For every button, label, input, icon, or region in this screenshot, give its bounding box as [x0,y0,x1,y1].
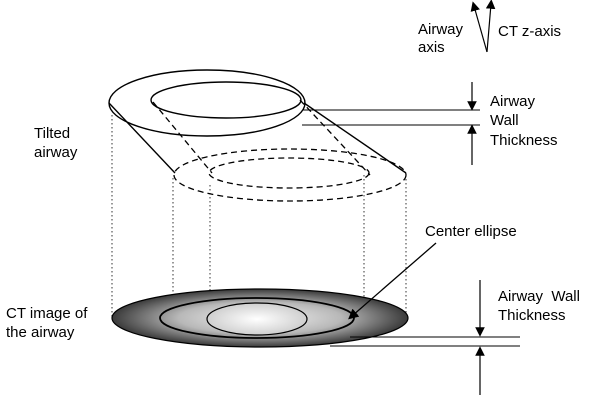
top-outer-ellipse [108,69,306,137]
lumen-side-left [152,101,213,174]
top-inner-ellipse [150,81,302,119]
top-thickness-label-line2: Wall [490,112,519,129]
tilted-airway-label-line1: Tilted [34,125,70,142]
airway-axis-label-line1: Airway [418,21,464,38]
airway-side-right [303,102,407,174]
bottom-inner-ellipse-dashed [208,157,370,189]
bottom-thickness-indicator [330,280,520,395]
top-thickness-label-line1: Airway [490,93,536,110]
ct-lumen [206,302,308,336]
projection-lines [111,115,407,318]
top-thickness-indicator [302,82,480,165]
ct-image-label-line1: CT image of [6,305,88,322]
ct-image-label-line2: the airway [6,324,75,341]
ct-z-axis-arrow [485,0,496,53]
center-ellipse-label: Center ellipse [425,223,517,240]
airway-axis-label-line2: axis [418,39,445,56]
tilted-airway [108,69,407,202]
center-ellipse-pointer [348,242,437,320]
axis-arrows [470,0,496,53]
bottom-thickness-label-line1: Airway Wall [498,288,580,305]
airway-side-left [108,102,176,174]
tilted-airway-label-line2: airway [34,144,78,161]
bottom-outer-ellipse-dashed [173,148,407,202]
ct-z-axis-label: CT z-axis [498,23,561,40]
lumen-side-right [299,99,371,176]
ct-image [111,288,409,348]
bottom-thickness-label-line2: Thickness [498,307,566,324]
top-thickness-label-line3: Thickness [490,132,558,149]
airway-axis-arrow [470,1,488,53]
